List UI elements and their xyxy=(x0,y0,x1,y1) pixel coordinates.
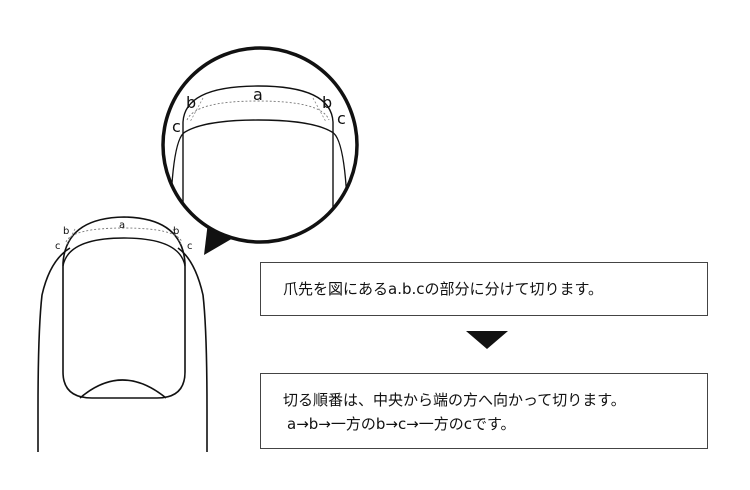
instruction-text-2-line1: 切る順番は、中央から端の方へ向かって切ります。 xyxy=(283,391,626,409)
nail-plate xyxy=(62,263,186,399)
small-label-c-right: c xyxy=(187,241,193,252)
instruction-text-2-line2: a→b→一方のb→c→一方のcです。 xyxy=(287,415,516,433)
large-label-b-left: b xyxy=(186,93,196,112)
small-label-a: a xyxy=(119,220,125,231)
small-label-b-left: b xyxy=(63,226,69,237)
large-label-c-left: c xyxy=(172,117,181,136)
nail-guide-left-small xyxy=(66,228,76,245)
instruction-box-1: 爪先を図にあるa.b.cの部分に分けて切ります。 xyxy=(260,262,708,316)
magnified-nail-bed-line xyxy=(169,119,349,242)
nail-nail-bed-line xyxy=(62,237,186,267)
instruction-text-1: 爪先を図にあるa.b.cの部分に分けて切ります。 xyxy=(283,280,603,298)
nail-lunula xyxy=(79,379,167,399)
finger-outline xyxy=(37,247,208,452)
magnified-cut-line xyxy=(186,100,330,121)
magnified-free-edge xyxy=(182,85,334,242)
magnifier-circle xyxy=(161,46,359,244)
magnified-guide-right xyxy=(312,97,327,123)
magnified-nail xyxy=(169,85,349,242)
nail-free-edge xyxy=(62,216,186,264)
magnified-guide-left xyxy=(189,97,204,123)
nail-cut-line-small xyxy=(65,227,183,243)
small-label-b-right: b xyxy=(173,226,179,237)
nail-guide-right-small xyxy=(172,228,182,245)
small-label-c-left: c xyxy=(55,241,61,252)
large-label-b-right: b xyxy=(322,93,332,112)
down-arrow-icon xyxy=(466,331,508,349)
large-label-a: a xyxy=(253,85,263,104)
large-label-c-right: c xyxy=(337,109,346,128)
instruction-box-2: 切る順番は、中央から端の方へ向かって切ります。 a→b→一方のb→c→一方のcで… xyxy=(260,373,708,449)
